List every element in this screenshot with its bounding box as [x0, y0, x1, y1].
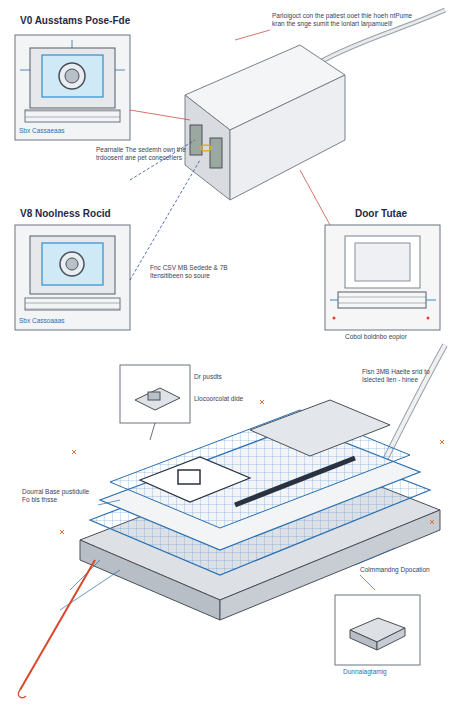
panel-heading: Dr pusdts [194, 373, 254, 381]
exploded-device [18, 345, 445, 698]
panel-box: V8 Noolness RocidSbx Cassoaaas [15, 225, 130, 330]
panel-heading: V0 Ausstams Pose-Fde [20, 15, 130, 27]
panel-caption: Llocoorcolat dide [194, 395, 254, 403]
panel-illustration [15, 35, 130, 140]
panel-heading: V8 Noolness Rocid [20, 208, 111, 220]
panel-box: Door TutaeCobol boldnbo eopior [325, 225, 440, 330]
panel-illustration [325, 225, 440, 330]
panel-caption: Sbx Cassaeaas [19, 127, 119, 135]
panel-illustration [15, 225, 130, 330]
panel-caption: Sbx Cassoaaas [19, 317, 119, 325]
panel-heading: Dunnaiagtamig [343, 668, 423, 676]
note-label: Parloigoct con the patiest ooet thie hoe… [272, 12, 422, 28]
inset-illustration [120, 365, 190, 440]
note-label: Pearnalie The sedemh own the trdoosent a… [96, 146, 188, 162]
panel-box: Dr pusdtsLlocoorcolat dide [120, 365, 190, 423]
inset-illustration [335, 595, 420, 665]
panel-box: Dunnaiagtamig [335, 595, 420, 665]
charger-illustration [130, 10, 445, 280]
panel-heading: Door Tutae [355, 208, 407, 220]
panel-box: V0 Ausstams Pose-FdeSbx Cassaeaas [15, 35, 130, 140]
note-label: Colmmandng Dpocation [360, 566, 455, 574]
note-label: Flsn 3MB Haelte srid to Islected llen - … [362, 368, 450, 384]
note-label: Fnc CSV MB Sedede & 7B Itensitibeen so s… [150, 264, 230, 280]
note-label: Dourral Base pustidulle Fo bls thsse [22, 488, 92, 504]
panel-caption: Cobol boldnbo eopior [345, 333, 445, 341]
